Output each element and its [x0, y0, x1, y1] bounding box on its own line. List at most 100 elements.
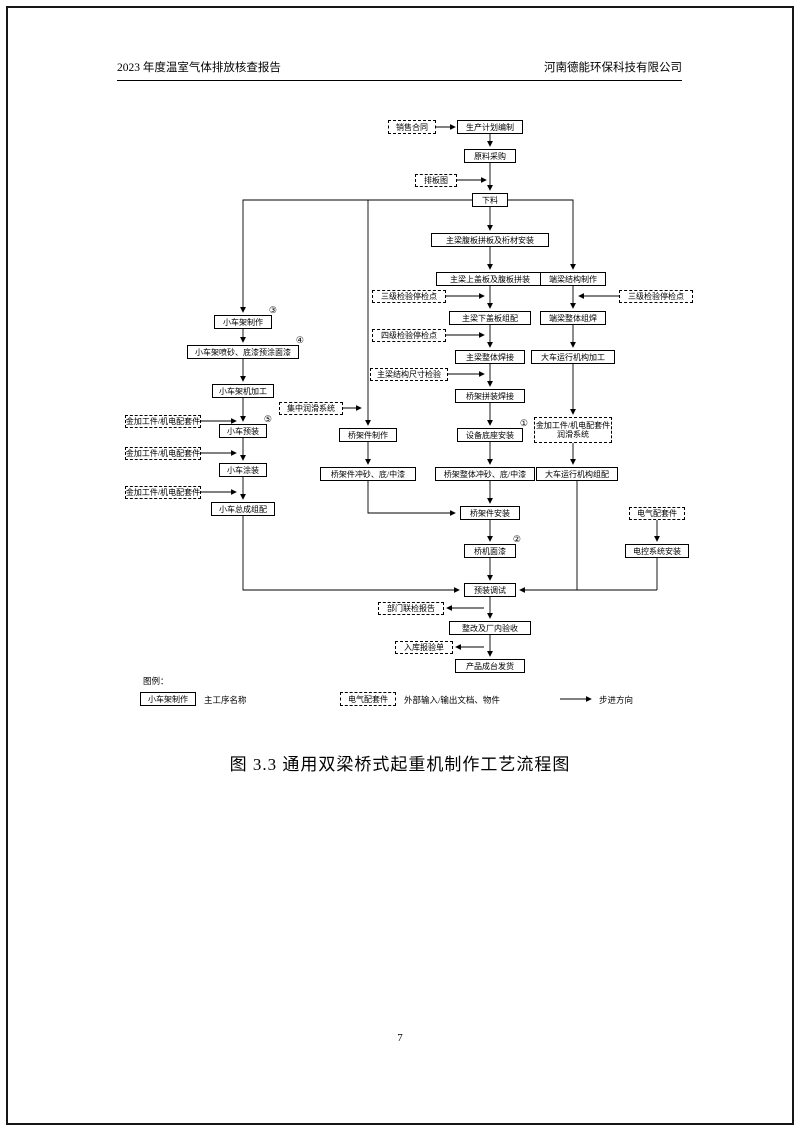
- flow-node-label: 金加工件/机电配套件: [125, 416, 201, 426]
- flow-node-cart_parts_input: 金加工件/机电配套件润滑系统: [534, 417, 612, 443]
- figure-caption: 图 3.3 通用双梁桥式起重机制作工艺流程图: [229, 755, 571, 774]
- flow-node-label: 桥架件制作: [348, 430, 388, 440]
- flow-node-bridge_parts_make: 桥架件制作: [339, 428, 397, 442]
- flow-node-hold_point_4_girder: 四级检验停检点: [372, 328, 446, 342]
- step-number-badge: ③: [268, 305, 277, 315]
- flow-node-label: 主梁腹板拼板及桁材安装: [446, 235, 534, 245]
- flow-node-trolley_frame_machining: 小车架机加工: [212, 384, 274, 398]
- flow-node-label: 桥架件安装: [470, 508, 510, 518]
- flow-node-label: 端梁整体组焊: [549, 313, 597, 323]
- flow-node-girder_weld: 主梁整体焊接: [455, 350, 525, 364]
- flow-node-bridge_parts_install: 桥架件安装: [460, 506, 520, 520]
- flow-node-label: 主梁结构尺寸检验: [377, 369, 441, 379]
- header-company-name: 河南德能环保科技有限公司: [544, 62, 682, 74]
- flow-node-label: 金加工件/机电配套件: [125, 448, 201, 458]
- flow-node-girder_upper_cover: 主梁上盖板及腹板拼装: [436, 272, 544, 286]
- flow-node-parts_input_1: 金加工件/机电配套件: [125, 414, 201, 428]
- flow-node-warehouse_inspection_form: 入库报验单: [395, 640, 453, 654]
- flow-node-label: 大车运行机构组配: [545, 469, 609, 479]
- flow-node-label: 集中润滑系统: [287, 403, 335, 413]
- header-report-title: 2023 年度温室气体排放核查报告: [117, 62, 281, 74]
- flow-node-label: 小车预装: [227, 426, 259, 436]
- step-number-badge: ⑤: [263, 414, 272, 424]
- flow-node-label: 原料采购: [474, 151, 506, 161]
- flow-node-parts_input_3: 金加工件/机电配套件: [125, 485, 201, 499]
- flow-node-trolley_assembly: 小车总成组配: [211, 502, 275, 516]
- flow-node-preassembly_test: 预装调试: [464, 583, 516, 597]
- flow-node-label: 桥架拼装焊接: [466, 391, 514, 401]
- flow-node-bridge_blast_paint: 桥架整体冲砂、底/中漆: [435, 467, 535, 481]
- flow-node-label: 销售合同: [396, 122, 428, 132]
- legend-main-sample-label: 小车架制作: [148, 694, 188, 704]
- flow-node-hold_point_3_end: 三级检验停检点: [619, 289, 693, 303]
- flow-node-cutting: 下料: [472, 193, 508, 207]
- flow-node-trolley_frame_blast: 小车架喷砂、底漆预涂面漆 ④: [187, 336, 304, 359]
- flow-edge: [240, 199, 472, 313]
- flow-node-label: 生产计划编制: [466, 122, 514, 132]
- flow-node-equipment_base_install: 设备底座安装 ①: [457, 419, 528, 442]
- flow-node-label: 设备底座安装: [466, 430, 514, 440]
- legend-main-label: 主工序名称: [204, 695, 247, 705]
- legend-arrow-label: 步进方向: [599, 695, 634, 705]
- flow-node-material_purchase: 原料采购: [464, 149, 516, 163]
- flow-node-girder_web: 主梁腹板拼板及桁材安装: [431, 233, 549, 247]
- flow-node-label: 电气配套件: [637, 508, 677, 518]
- flow-node-central_lube_system: 集中润滑系统: [279, 401, 343, 415]
- flow-node-label: 排板图: [424, 175, 448, 185]
- legend-main-process-sample: 小车架制作: [140, 692, 196, 706]
- flow-node-label: 小车架喷砂、底漆预涂面漆: [195, 347, 291, 357]
- flow-node-production_plan: 生产计划编制: [457, 120, 523, 134]
- legend-ext-sample-label: 电气配套件: [348, 694, 388, 704]
- step-number-badge: ①: [519, 418, 528, 428]
- flow-node-girder_lower_cover: 主梁下盖板组配: [449, 311, 531, 325]
- flow-node-label: 小车涂装: [227, 465, 259, 475]
- flow-node-label: 预装调试: [474, 585, 506, 595]
- flow-node-electric_parts_input: 电气配套件: [629, 506, 685, 520]
- flow-node-label: 三级检验停检点: [381, 291, 437, 301]
- flow-node-rectify_acceptance: 整改及厂内验收: [449, 621, 531, 635]
- flow-node-label: 大车运行机构加工: [541, 352, 605, 362]
- flow-node-label: 部门联检报告: [387, 603, 435, 613]
- flow-node-girder_dimension_check: 主梁结构尺寸检验: [370, 367, 448, 381]
- flow-node-joint_inspection_report: 部门联检报告: [378, 601, 444, 615]
- flow-node-label: 三级检验停检点: [628, 291, 684, 301]
- flow-node-bridge_assembly_weld: 桥架拼装焊接: [455, 389, 525, 403]
- legend-title: 图例：: [143, 676, 169, 686]
- flow-node-label: 小车架制作: [223, 317, 263, 327]
- flow-node-layout_drawing: 排板图: [415, 173, 457, 187]
- flow-node-label: 主梁上盖板及腹板拼装: [450, 274, 530, 284]
- flow-node-label: 主梁整体焊接: [466, 352, 514, 362]
- step-number-badge: ④: [295, 335, 304, 345]
- flow-node-label: 下料: [482, 195, 498, 205]
- flow-node-electric_system_install: 电控系统安装: [625, 544, 689, 558]
- flow-node-label: 整改及厂内验收: [462, 623, 518, 633]
- page-number: 7: [397, 1032, 403, 1044]
- page-header: 2023 年度温室气体排放核查报告 河南德能环保科技有限公司: [117, 59, 682, 81]
- flow-node-label: 入库报验单: [404, 642, 444, 652]
- flow-node-end_girder_weld: 端梁整体组焊: [540, 311, 606, 325]
- flow-node-label: 桥架整体冲砂、底/中漆: [443, 469, 527, 479]
- flow-node-label: 小车总成组配: [219, 504, 267, 514]
- flow-node-label: 主梁下盖板组配: [462, 313, 518, 323]
- flow-node-trolley_paint: 小车涂装: [219, 463, 267, 477]
- flow-node-product_delivery: 产品成台发货: [455, 659, 525, 673]
- flow-node-cart_mechanism_assembly: 大车运行机构组配: [536, 467, 618, 481]
- flow-node-hold_point_3_girder: 三级检验停检点: [372, 289, 446, 303]
- flow-node-label: 小车架机加工: [219, 386, 267, 396]
- flow-node-label: 产品成台发货: [466, 661, 514, 671]
- flow-node-label: 电控系统安装: [633, 546, 681, 556]
- flow-node-label: 金加工件/机电配套件: [125, 487, 201, 497]
- flow-node-label: 桥架件冲砂、底/中漆: [330, 469, 406, 479]
- flow-node-parts_input_2: 金加工件/机电配套件: [125, 446, 201, 460]
- flow-edge: [508, 199, 576, 270]
- flow-edge: [367, 481, 456, 516]
- flow-node-label: 金加工件/机电配套件润滑系统: [535, 421, 611, 439]
- legend-ext-label: 外部输入/输出文档、物件: [404, 695, 500, 705]
- flow-node-sales_contract: 销售合同: [388, 120, 436, 134]
- flow-node-trolley_frame_make: 小车架制作 ③: [214, 306, 277, 329]
- flow-node-label: 四级检验停检点: [381, 330, 437, 340]
